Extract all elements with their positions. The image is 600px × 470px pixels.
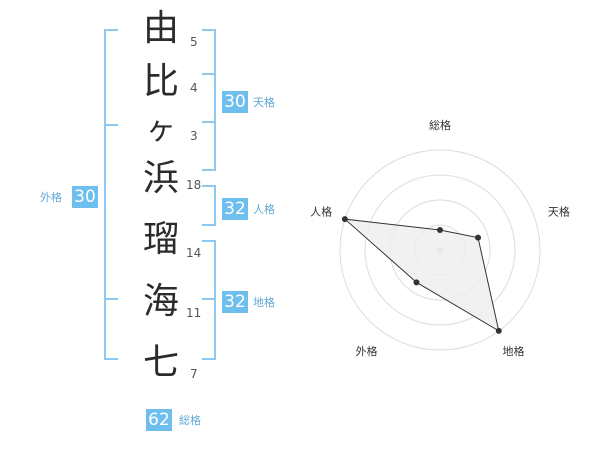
tenkaku-value: 30 <box>222 91 248 113</box>
jinkaku-value: 32 <box>222 198 248 220</box>
bracket-tick <box>202 169 216 171</box>
radar-label-1: 総格 <box>429 118 451 132</box>
stroke-count-3: 3 <box>190 129 198 143</box>
radar-grid-ring <box>339 149 541 351</box>
bracket-tick <box>202 358 216 360</box>
gaikaku-bracket <box>104 29 106 360</box>
bracket-tick <box>202 29 216 31</box>
bracket-tick <box>104 358 118 360</box>
radar-point-4 <box>413 279 420 286</box>
name-char-4: 浜 <box>142 158 179 199</box>
radar-points <box>341 216 502 334</box>
radar-point-5 <box>341 216 348 223</box>
bracket-tick <box>202 185 216 187</box>
stroke-count-5: 14 <box>186 246 202 260</box>
stroke-count-1: 5 <box>190 35 198 49</box>
gaikaku-badge: 外格 30 <box>40 186 100 208</box>
radar-label-2: 天格 <box>548 204 570 218</box>
jinkaku-bracket <box>214 185 216 226</box>
soukaku-label: 総格 <box>179 414 201 427</box>
stroke-count-7: 7 <box>190 367 198 381</box>
gaikaku-label: 外格 <box>40 191 62 204</box>
stroke-count-2: 4 <box>190 81 198 95</box>
chikaku-value: 32 <box>222 291 248 313</box>
radar-label-5: 人格 <box>310 204 332 218</box>
tenkaku-label: 天格 <box>253 96 275 109</box>
radar-point-2 <box>475 234 482 241</box>
name-char-2: 比 <box>142 61 179 102</box>
bracket-tick <box>202 73 216 75</box>
chikaku-label: 地格 <box>253 296 275 309</box>
name-char-1: 由 <box>142 8 179 49</box>
name-char-3: ヶ <box>146 112 176 147</box>
jinkaku-label: 人格 <box>253 203 275 216</box>
name-char-6: 海 <box>142 281 179 322</box>
bracket-tick <box>104 124 118 126</box>
name-char-5: 瑠 <box>142 219 179 260</box>
tenkaku-bracket <box>214 29 216 171</box>
radar-label-3: 地格 <box>502 344 524 358</box>
name-char-7: 七 <box>142 342 179 383</box>
bracket-tick <box>202 240 216 242</box>
bracket-tick <box>202 224 216 226</box>
stroke-count-4: 18 <box>186 178 202 192</box>
radar-label-4: 外格 <box>356 344 378 358</box>
bracket-tick <box>104 29 118 31</box>
soukaku-value: 62 <box>146 409 172 431</box>
bracket-tick <box>104 298 118 300</box>
bracket-tick <box>202 298 216 300</box>
radar-value-polygon <box>343 218 500 332</box>
radar-point-1 <box>437 227 443 233</box>
radar-point-3 <box>495 327 502 334</box>
gaikaku-value: 30 <box>72 186 98 208</box>
chikaku-bracket <box>214 240 216 360</box>
stroke-count-6: 11 <box>186 306 202 320</box>
radar-grid-ring <box>364 174 516 326</box>
bracket-tick <box>202 121 216 123</box>
